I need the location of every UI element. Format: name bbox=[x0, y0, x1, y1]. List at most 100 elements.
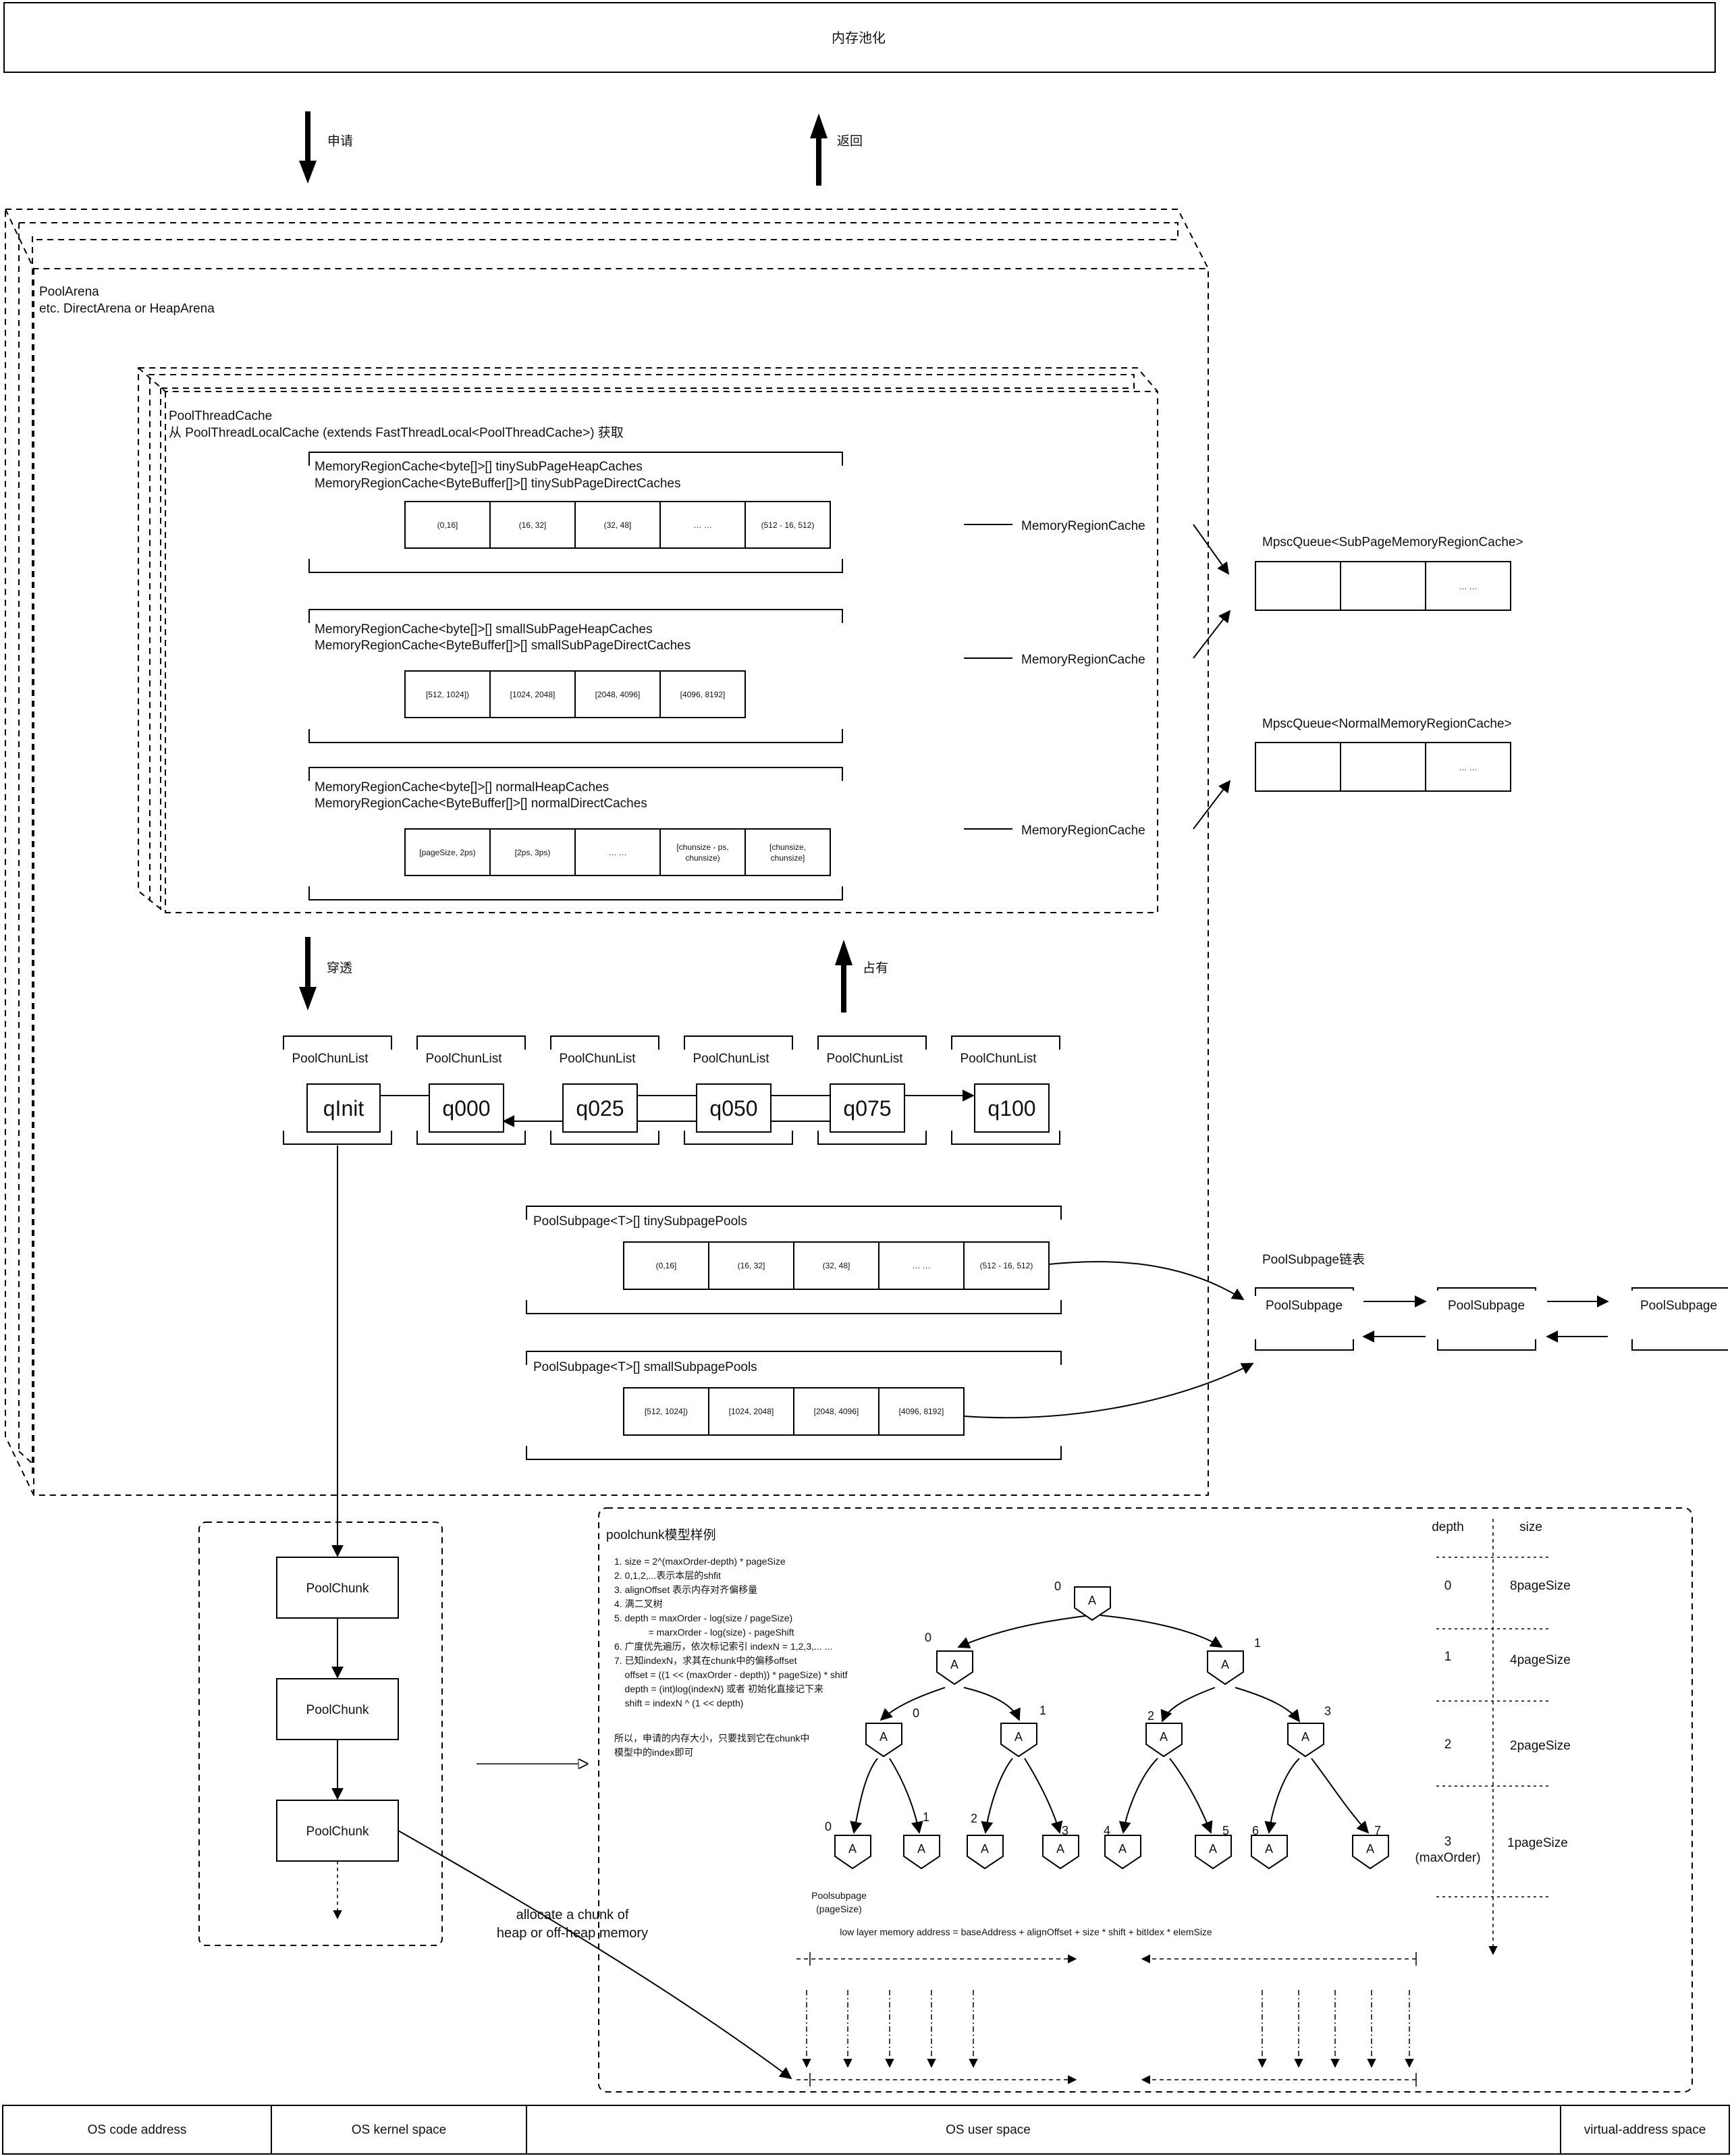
subpage-list-item: PoolSubpage bbox=[1448, 1299, 1525, 1313]
memory-pool-title: 内存池化 bbox=[832, 30, 886, 46]
pool-arena-title: PoolArena bbox=[39, 285, 99, 299]
svg-text:A: A bbox=[1301, 1730, 1309, 1744]
memory-region-cache-label: MemoryRegionCache bbox=[1021, 653, 1145, 667]
cache-group-line1: MemoryRegionCache<byte[]>[] tinySubPageH… bbox=[315, 460, 643, 474]
subpage-pool-title: PoolSubpage<T>[] smallSubpagePools bbox=[533, 1360, 757, 1374]
cache-cell-multiline: chunsize] bbox=[771, 853, 805, 863]
mpsc-queue-subpage: MpscQueue<SubPageMemoryRegionCache> … … bbox=[1255, 535, 1523, 611]
cache-group-line2: MemoryRegionCache<ByteBuffer[]>[] smallS… bbox=[315, 639, 691, 653]
shift-index: 6 bbox=[1252, 1824, 1259, 1837]
model-note: offset = ((1 << (maxOrder - depth)) * pa… bbox=[614, 1669, 848, 1680]
chunk-list-label: PoolChunList bbox=[425, 1052, 502, 1066]
pool-arena-subtitle: etc. DirectArena or HeapArena bbox=[39, 302, 215, 316]
shift-index: 1 bbox=[923, 1810, 929, 1824]
cache-group-line2: MemoryRegionCache<ByteBuffer[]>[] tinySu… bbox=[315, 477, 680, 491]
subpage-cell: [512, 1024]) bbox=[645, 1407, 688, 1416]
cache-cell: [512, 1024]) bbox=[426, 690, 469, 699]
cache-cell-multiline: [chunsize - ps, bbox=[676, 842, 728, 852]
cache-cell: … … bbox=[693, 520, 711, 530]
cache-cells: [512, 1024]) [1024, 2048] [2048, 4096] [… bbox=[404, 670, 746, 718]
chunk-list-q075: q075 bbox=[843, 1096, 891, 1121]
allocate-chunk-arrow bbox=[398, 1830, 792, 2080]
cache-cell: (0,16] bbox=[437, 520, 458, 530]
size-value: 4pageSize bbox=[1510, 1653, 1571, 1667]
tree-node: A bbox=[936, 1650, 973, 1686]
queue-cell: … … bbox=[1459, 582, 1477, 591]
subpage-list-title: PoolSubpage链表 bbox=[1262, 1252, 1365, 1267]
tree-node: A bbox=[1207, 1650, 1244, 1686]
occupy-label: 占有 bbox=[863, 961, 888, 975]
svg-text:A: A bbox=[1221, 1658, 1229, 1671]
model-note: 1. size = 2^(maxOrder-depth) * pageSize bbox=[614, 1556, 786, 1567]
shift-index: 2 bbox=[1147, 1709, 1154, 1723]
pool-arena: PoolArena etc. DirectArena or HeapArena bbox=[5, 209, 1209, 1496]
svg-text:A: A bbox=[1118, 1842, 1127, 1856]
cache-group-line2: MemoryRegionCache<ByteBuffer[]>[] normal… bbox=[315, 797, 647, 811]
tree-leaf: A bbox=[1251, 1835, 1288, 1870]
shift-index: 1 bbox=[1254, 1636, 1261, 1650]
shift-index: 0 bbox=[925, 1631, 931, 1644]
thread-cache-subtitle: 从 PoolThreadLocalCache (extends FastThre… bbox=[169, 425, 624, 440]
tree-leaf: A bbox=[903, 1835, 940, 1870]
tree-edges bbox=[850, 1615, 1370, 1834]
subpage-list-item: PoolSubpage bbox=[1266, 1299, 1343, 1313]
size-header: size bbox=[1519, 1520, 1542, 1534]
cache-cell: [2ps, 3ps) bbox=[515, 848, 551, 857]
shift-index: 0 bbox=[913, 1706, 919, 1720]
cache-cell-multiline: [chunsize, bbox=[769, 842, 806, 852]
cache-cell-multiline: chunsize) bbox=[685, 853, 720, 863]
leaf-label: Poolsubpage bbox=[811, 1890, 867, 1901]
depth-value: 3 bbox=[1444, 1835, 1452, 1849]
tree-node: A bbox=[1000, 1723, 1037, 1758]
cache-cells: [pageSize, 2ps) [2ps, 3ps) … … [chunsize… bbox=[404, 828, 831, 876]
leaf-label: (pageSize) bbox=[816, 1904, 862, 1914]
cache-cell: (16, 32] bbox=[519, 520, 547, 530]
svg-text:A: A bbox=[1056, 1842, 1064, 1856]
pool-subpage-list: PoolSubpage链表 PoolSubpage PoolSubpage Po… bbox=[1255, 1252, 1728, 1351]
svg-text:A: A bbox=[1014, 1730, 1023, 1744]
allocate-note-line: heap or off-heap memory bbox=[497, 1926, 648, 1941]
chunk-list-q100: q100 bbox=[987, 1096, 1035, 1121]
tree-node: A bbox=[1074, 1586, 1111, 1621]
svg-text:A: A bbox=[848, 1842, 857, 1856]
return-label: 返回 bbox=[837, 134, 863, 149]
subpage-cell: [1024, 2048] bbox=[729, 1407, 774, 1416]
mpsc-queue-normal: MpscQueue<NormalMemoryRegionCache> … … bbox=[1255, 717, 1512, 792]
cache-cells: (0,16] (16, 32] (32, 48] … … (512 - 16, … bbox=[404, 501, 831, 549]
max-order-label: (maxOrder) bbox=[1415, 1851, 1480, 1865]
cache-group-line1: MemoryRegionCache<byte[]>[] smallSubPage… bbox=[315, 622, 653, 637]
memory-region-cache-label: MemoryRegionCache bbox=[1021, 824, 1145, 838]
size-value: 8pageSize bbox=[1510, 1579, 1571, 1593]
pool-chunk: PoolChunk bbox=[306, 1582, 369, 1596]
svg-text:A: A bbox=[1209, 1842, 1217, 1856]
svg-text:A: A bbox=[917, 1842, 925, 1856]
cache-cell: (32, 48] bbox=[604, 520, 632, 530]
queue-title: MpscQueue<SubPageMemoryRegionCache> bbox=[1262, 535, 1523, 549]
cache-cell: [1024, 2048] bbox=[510, 690, 556, 699]
pool-chunk: PoolChunk bbox=[306, 1825, 369, 1839]
chunk-list-q000: q000 bbox=[442, 1096, 490, 1121]
poolchunk-model: poolchunk模型样例 1. size = 2^(maxOrder-dept… bbox=[598, 1507, 1693, 2093]
subpage-list-item: PoolSubpage bbox=[1640, 1299, 1717, 1313]
memory-region-cache-groups: MemoryRegionCache<byte[]>[] tinySubPageH… bbox=[308, 452, 843, 900]
tree-node: A bbox=[1145, 1723, 1183, 1758]
tree-leaf: A bbox=[1042, 1835, 1079, 1870]
tiny-pool-to-list-arrow bbox=[1048, 1261, 1245, 1300]
thread-cache-title: PoolThreadCache bbox=[169, 409, 272, 423]
tree-node: A bbox=[865, 1723, 902, 1758]
pool-chunk-lists: PoolChunList PoolChunList PoolChunList P… bbox=[283, 1035, 1060, 1145]
tree-indices: 0 0 1 0 1 2 3 0 1 2 3 4 5 6 7 bbox=[825, 1580, 1381, 1837]
cache-group-small: MemoryRegionCache<byte[]>[] smallSubPage… bbox=[308, 609, 843, 743]
model-note: 4. 满二叉树 bbox=[614, 1598, 663, 1609]
virtual-address-space: virtual-address space bbox=[1584, 2123, 1706, 2137]
cache-group-tiny: MemoryRegionCache<byte[]>[] tinySubPageH… bbox=[308, 452, 843, 573]
os-kernel-space: OS kernel space bbox=[352, 2123, 446, 2137]
pierce-label: 穿透 bbox=[327, 961, 352, 975]
shift-index: 3 bbox=[1324, 1704, 1331, 1718]
chunk-list-label: PoolChunList bbox=[559, 1052, 636, 1066]
depth-header: depth bbox=[1432, 1520, 1464, 1534]
pierce-arrow: 穿透 bbox=[299, 937, 352, 1010]
model-note: shift = indexN ^ (1 << depth) bbox=[614, 1698, 743, 1708]
svg-text:A: A bbox=[1088, 1594, 1096, 1607]
cache-cell: (512 - 16, 512) bbox=[761, 520, 815, 530]
